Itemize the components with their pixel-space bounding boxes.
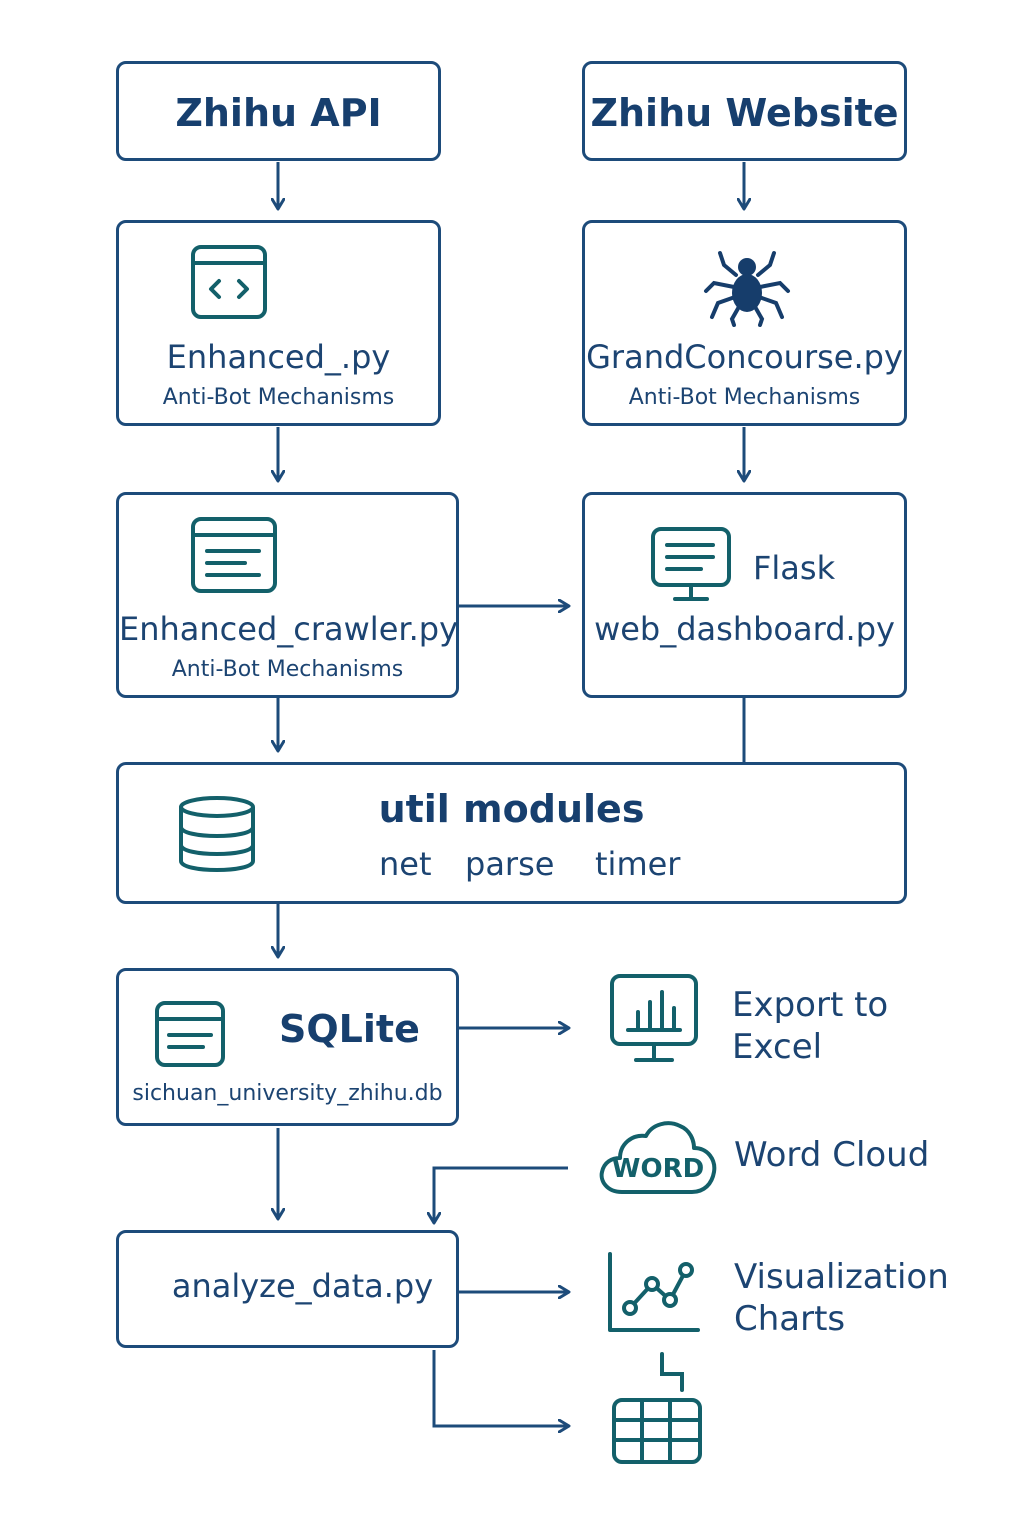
zhihu-api-node: Zhihu API — [116, 61, 441, 161]
word-cloud-icon-text: WORD — [611, 1154, 705, 1184]
code-window-icon — [191, 245, 267, 319]
document-icon — [191, 517, 277, 593]
sqlite-title: SQLite — [279, 1007, 420, 1051]
visualization-charts-label: Visualization Charts — [734, 1257, 949, 1339]
sqlite-file-label: sichuan_university_zhihu.db — [132, 1081, 443, 1106]
word-cloud-label: Word Cloud — [734, 1135, 930, 1175]
table-icon — [612, 1352, 702, 1464]
arrow-wordcloud-branch — [434, 1166, 568, 1222]
spider-icon — [704, 251, 790, 327]
export-excel-label: Export to Excel — [732, 985, 889, 1067]
enhanced-crawler-file-label: Enhanced_crawler.py — [119, 610, 459, 648]
database-icon — [179, 796, 255, 872]
util-modules-node: util modules net parse timer — [116, 762, 907, 904]
enhanced-node: Enhanced_.py Anti-Bot Mechanisms — [116, 220, 441, 426]
sqlite-node: SQLite sichuan_university_zhihu.db — [116, 968, 459, 1126]
arrow-analyze-to-table — [432, 1350, 568, 1426]
util-item-timer: timer — [595, 845, 681, 883]
word-cloud-icon: WORD — [598, 1118, 718, 1198]
enhanced-crawler-node: Enhanced_crawler.py Anti-Bot Mechanisms — [116, 492, 459, 698]
util-item-net: net — [379, 845, 432, 883]
line-chart-icon — [608, 1252, 700, 1332]
flask-label: Flask — [753, 549, 836, 587]
analyze-data-file-label: analyze_data.py — [171, 1267, 434, 1305]
enhanced-file-label: Enhanced_.py — [166, 338, 391, 376]
grandconcourse-file-label: GrandConcourse.py — [586, 338, 903, 376]
util-item-parse: parse — [465, 845, 555, 883]
grandconcourse-sub-label: Anti-Bot Mechanisms — [628, 385, 861, 410]
monitor-icon — [651, 527, 731, 601]
bar-chart-monitor-icon — [610, 974, 698, 1062]
list-window-icon — [155, 1001, 225, 1067]
zhihu-website-label: Zhihu Website — [590, 91, 899, 135]
zhihu-api-label: Zhihu API — [175, 91, 382, 135]
enhanced-sub-label: Anti-Bot Mechanisms — [162, 385, 395, 410]
util-modules-title: util modules — [378, 787, 645, 831]
grandconcourse-node: GrandConcourse.py Anti-Bot Mechanisms — [582, 220, 907, 426]
web-dashboard-node: Flask web_dashboard.py — [582, 492, 907, 698]
zhihu-website-node: Zhihu Website — [582, 61, 907, 161]
analyze-data-node: analyze_data.py — [116, 1230, 459, 1348]
web-dashboard-file-label: web_dashboard.py — [594, 610, 895, 648]
enhanced-crawler-sub-label: Anti-Bot Mechanisms — [171, 657, 404, 682]
